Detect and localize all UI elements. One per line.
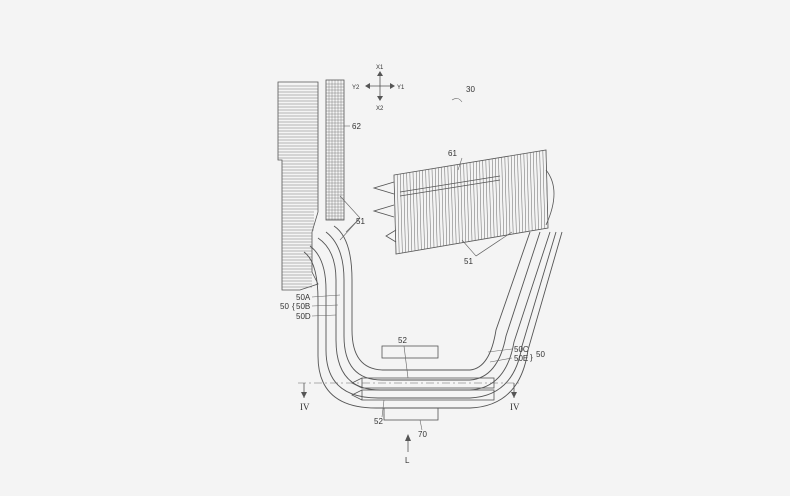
label-50-group: 50	[280, 302, 289, 311]
fin-stack-61	[372, 149, 555, 255]
label-iv-left: IV	[300, 402, 310, 412]
axis-y2-label: Y2	[352, 85, 360, 91]
axis-x2-label: X2	[376, 106, 384, 112]
brace-right: }	[530, 353, 533, 362]
leader-lines	[311, 98, 513, 452]
label-50c: 50C	[514, 345, 529, 354]
section-line-iv	[298, 382, 520, 398]
label-62: 62	[352, 122, 361, 131]
fin-stack-62	[277, 79, 345, 291]
heat-pipes-50	[303, 225, 470, 409]
label-50e: 50E	[514, 354, 528, 363]
label-50b: 50B	[296, 302, 310, 311]
label-51-right: 51	[464, 257, 473, 266]
label-50d: 50D	[296, 312, 311, 321]
label-iv-right: IV	[510, 402, 520, 412]
heat-pipes-50c-50e	[469, 231, 563, 409]
label-l: L	[405, 456, 410, 465]
axis-y1-label: Y1	[397, 85, 405, 91]
brace-left: {	[292, 302, 295, 311]
axis-x1-label: X1	[376, 65, 384, 71]
axis-indicator: X1 X2 Y2 Y1	[352, 65, 405, 112]
label-70: 70	[418, 430, 427, 439]
label-50-right: 50	[536, 350, 545, 359]
label-50a: 50A	[296, 293, 311, 302]
label-61: 61	[448, 149, 457, 158]
reference-labels: 30 62 61 51 51 50 { 50A 50B 50D 50C 50E …	[280, 85, 545, 465]
label-52-bottom: 52	[374, 417, 383, 426]
label-51-upper: 51	[356, 217, 365, 226]
label-30: 30	[466, 85, 475, 94]
label-52-top: 52	[398, 336, 407, 345]
